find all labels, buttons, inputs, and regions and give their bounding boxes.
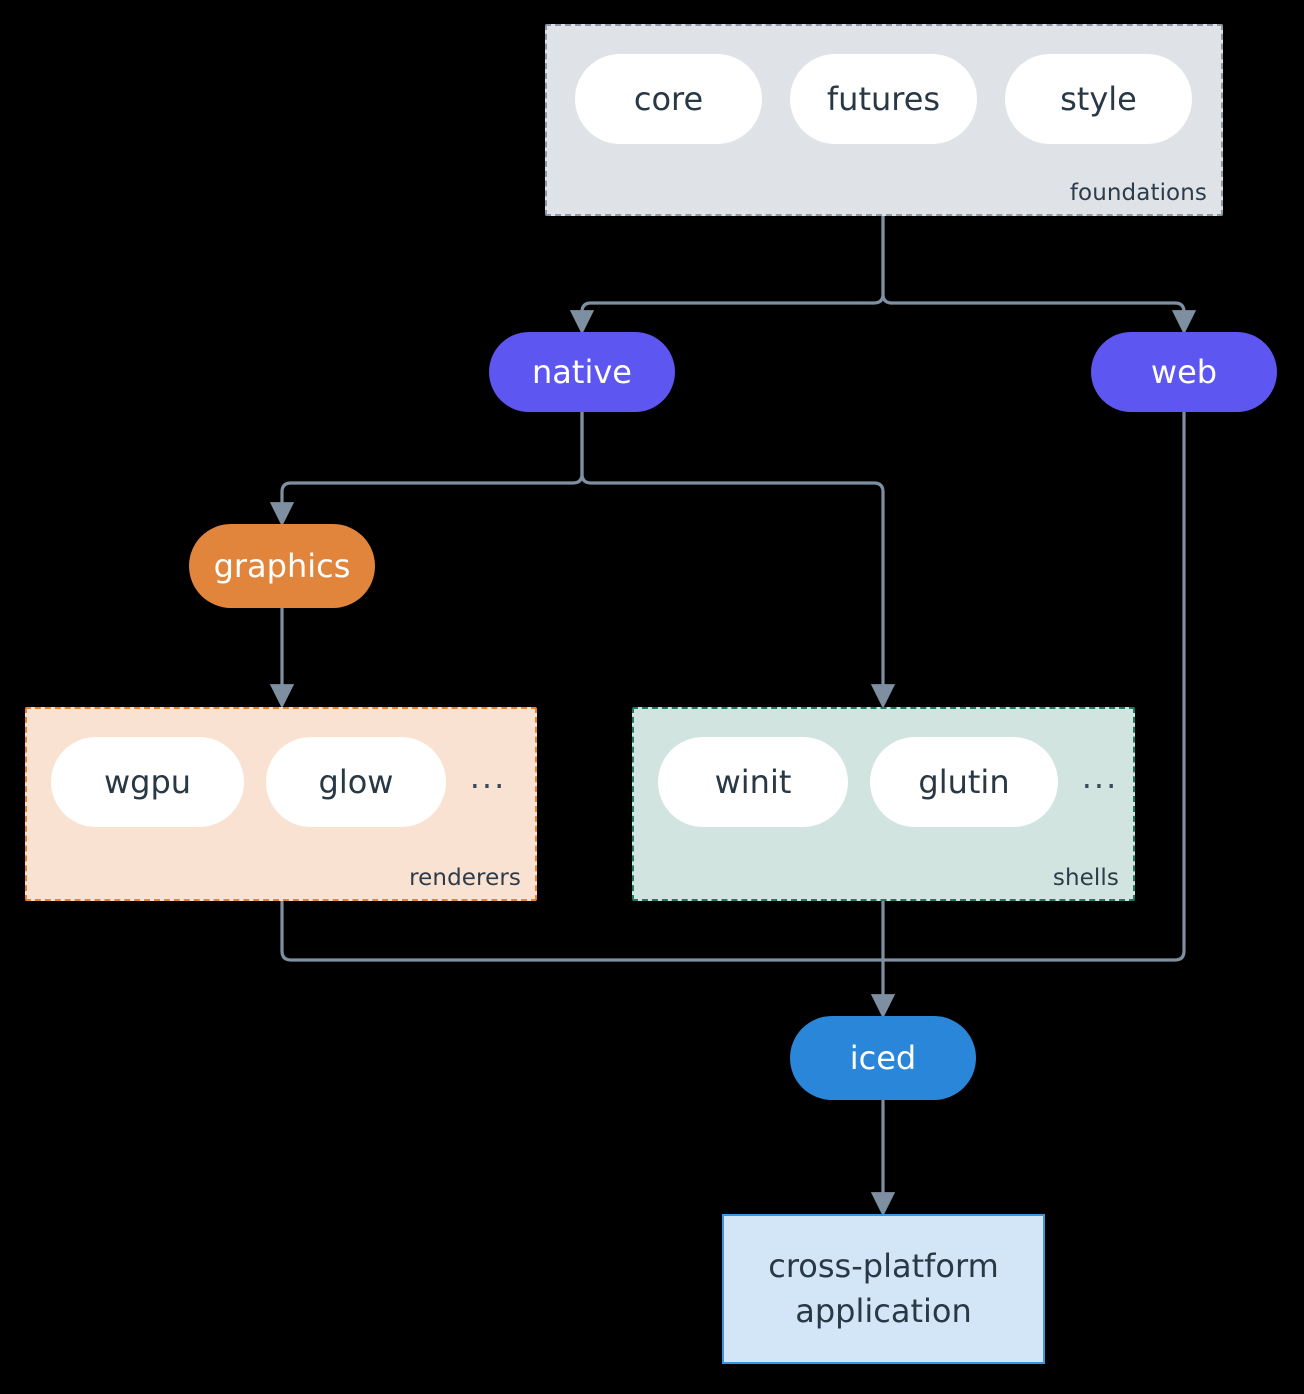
cluster-label-renderers: renderers xyxy=(409,865,521,891)
chip-core[interactable]: core xyxy=(575,54,762,144)
cluster-label-foundations: foundations xyxy=(1069,180,1207,206)
cluster-renderers-items: wgpu glow ... xyxy=(51,737,508,827)
renderers-ellipsis: ... xyxy=(469,758,507,796)
chip-label: futures xyxy=(826,80,941,118)
edge-foundations-native xyxy=(569,214,885,335)
chip-glutin[interactable]: glutin xyxy=(870,737,1058,827)
node-graphics[interactable]: graphics xyxy=(189,524,375,608)
cluster-renderers: wgpu glow ... renderers xyxy=(25,707,537,901)
cluster-shells-items: winit glutin ... xyxy=(658,737,1120,827)
chip-winit[interactable]: winit xyxy=(658,737,848,827)
chip-label: wgpu xyxy=(103,763,192,801)
edge-foundations-web xyxy=(881,214,1197,335)
chip-style[interactable]: style xyxy=(1005,54,1192,144)
node-web[interactable]: web xyxy=(1091,332,1277,412)
node-application[interactable]: cross-platform application xyxy=(722,1214,1045,1364)
node-label: native xyxy=(532,353,632,391)
chip-label: glutin xyxy=(918,763,1010,801)
node-native[interactable]: native xyxy=(489,332,675,412)
chip-label: style xyxy=(1060,80,1137,118)
node-label: iced xyxy=(849,1039,917,1077)
cluster-label-shells: shells xyxy=(1052,865,1119,891)
chip-label: core xyxy=(633,80,704,118)
shells-ellipsis: ... xyxy=(1081,758,1119,796)
edge-native-graphics xyxy=(269,410,584,527)
application-label-line2: application xyxy=(795,1292,972,1330)
cluster-shells: winit glutin ... shells xyxy=(632,707,1135,901)
node-iced[interactable]: iced xyxy=(790,1016,976,1100)
chip-label: glow xyxy=(318,763,394,801)
cluster-foundations: core futures style foundations xyxy=(545,24,1223,216)
cluster-foundations-items: core futures style xyxy=(575,54,1192,144)
chip-label: winit xyxy=(714,763,792,801)
node-label: web xyxy=(1150,353,1218,391)
edge-native-shells xyxy=(580,410,896,709)
application-label-line1: cross-platform xyxy=(768,1246,999,1285)
edge-renderers-iced xyxy=(280,899,885,962)
chip-futures[interactable]: futures xyxy=(790,54,977,144)
chip-wgpu[interactable]: wgpu xyxy=(51,737,244,827)
node-label: graphics xyxy=(213,547,351,585)
chip-glow[interactable]: glow xyxy=(266,737,446,827)
